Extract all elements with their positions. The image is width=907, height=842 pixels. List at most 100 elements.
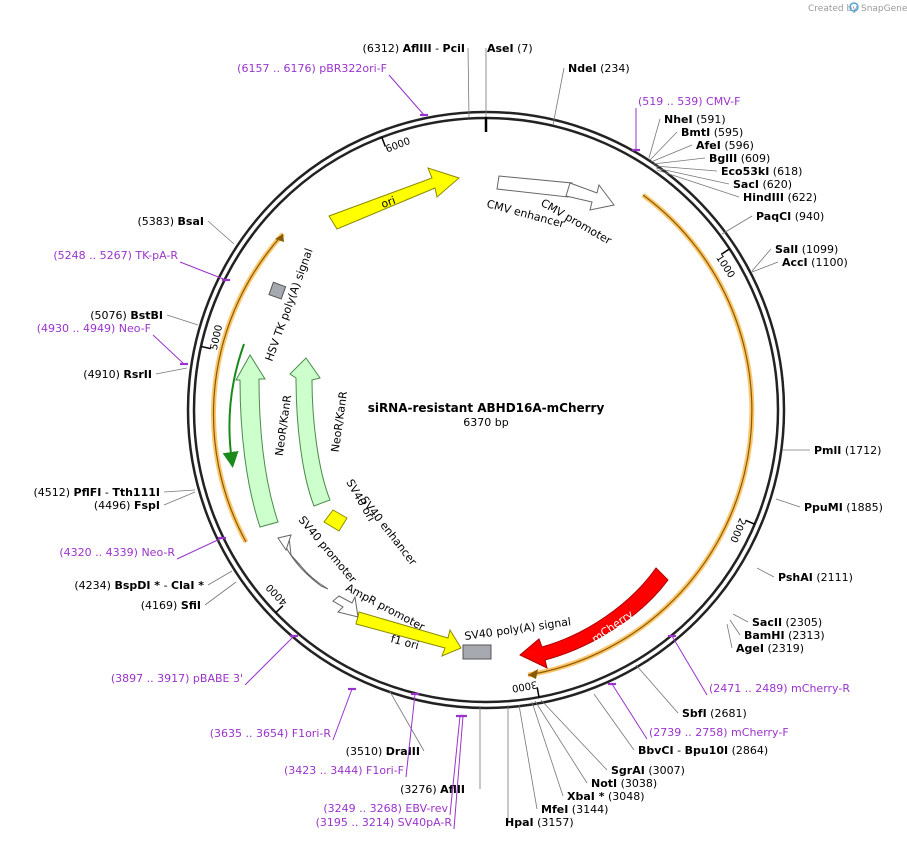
enzyme-bsai[interactable]: (5383) BsaI xyxy=(137,215,235,245)
enzyme-hpai[interactable]: HpaI (3157) xyxy=(505,705,574,829)
enzyme-leader-line xyxy=(648,118,661,159)
primer-label: (4320 .. 4339) Neo-R xyxy=(59,546,175,559)
primer-leader-line xyxy=(332,688,353,741)
primer-mcherry-r[interactable]: (2471 .. 2489) mCherry-R xyxy=(668,634,850,696)
enzyme-leader-line xyxy=(650,144,693,163)
feature-sv40-ori xyxy=(323,509,348,532)
enzyme-label: PpuMI (1885) xyxy=(804,501,883,514)
enzyme-label: SacII (2305) xyxy=(752,616,822,629)
enzyme-xbai[interactable]: XbaI * (3048) xyxy=(531,701,645,803)
tick-mark xyxy=(745,519,756,525)
enzyme-bspdi-clai[interactable]: (4234) BspDI * - ClaI * xyxy=(74,570,233,592)
enzyme-sgrai[interactable]: SgrAI (3007) xyxy=(540,699,685,777)
credit-prefix: Created by xyxy=(808,4,858,14)
enzyme-label: SacI (620) xyxy=(733,178,792,191)
enzyme-mfei[interactable]: MfeI (3144) xyxy=(518,704,608,816)
enzyme-eco53ki[interactable]: Eco53kI (618) xyxy=(654,165,802,178)
enzyme-paqci[interactable]: PaqCI (940) xyxy=(721,210,824,235)
feature-f1-ori xyxy=(355,611,462,657)
enzyme-bbvci-bpu10i[interactable]: BbvCI - Bpu10I (2864) xyxy=(593,693,768,757)
primer-leader-line xyxy=(179,261,227,281)
enzyme-sbfi[interactable]: SbfI (2681) xyxy=(635,664,747,720)
primer-label: (6157 .. 6176) pBR322ori-F xyxy=(237,62,387,75)
tick-mark xyxy=(381,136,387,147)
enzyme-noti[interactable]: NotI (3038) xyxy=(534,700,657,790)
enzyme-leader-line xyxy=(163,489,196,493)
enzyme-sacii[interactable]: SacII (2305) xyxy=(732,613,822,629)
orf-arc-mcherry-arrowhead xyxy=(528,669,538,679)
primer-label: (3635 .. 3654) F1ori-R xyxy=(210,727,332,740)
tick-label: 3000 xyxy=(511,678,538,693)
enzyme-bglii[interactable]: BglII (609) xyxy=(652,152,770,165)
enzyme-nhei[interactable]: NheI (591) xyxy=(648,113,726,159)
map-length: 6370 bp xyxy=(463,416,508,429)
primer-ebv-rev[interactable]: (3249 .. 3268) EBV-rev xyxy=(323,714,464,816)
primer-leader-line xyxy=(152,334,185,365)
enzyme-label: HpaI (3157) xyxy=(505,816,574,829)
enzyme-sali[interactable]: SalI (1099) xyxy=(751,243,838,272)
enzyme-labels: (6312) AflIII - PciI AseI (7) NdeI (234) Nh… xyxy=(33,42,882,829)
enzyme-pshai[interactable]: PshAI (2111) xyxy=(756,567,853,584)
enzyme-label: MfeI (3144) xyxy=(541,803,608,816)
orf-arc-left xyxy=(212,233,284,543)
enzyme-pflfi-tth111i[interactable]: (4512) PflFI - Tth111I xyxy=(33,486,196,499)
primer-label: (3897 .. 3917) pBABE 3' xyxy=(111,672,243,685)
enzyme-rsrii[interactable]: (4910) RsrII xyxy=(83,367,188,381)
enzyme-label: XbaI * (3048) xyxy=(567,790,645,803)
enzyme-label: PshAI (2111) xyxy=(778,571,853,584)
enzyme-hindiii[interactable]: HindIII (622) xyxy=(656,169,817,204)
enzyme-pmli[interactable]: PmlI (1712) xyxy=(783,444,881,457)
enzyme-ppumi[interactable]: PpuMI (1885) xyxy=(775,498,883,514)
enzyme-draiii[interactable]: (3510) DraIII xyxy=(346,689,425,758)
enzyme-leader-line xyxy=(751,248,772,272)
enzyme-agei[interactable]: AgeI (2319) xyxy=(726,623,804,655)
enzyme-leader-line xyxy=(751,261,779,273)
primer-cmv-f[interactable]: (519 .. 539) CMV-F xyxy=(632,95,740,152)
primer-neo-f[interactable]: (4930 .. 4949) Neo-F xyxy=(37,322,188,366)
enzyme-sfii[interactable]: (4169) SfiI xyxy=(141,581,237,612)
enzyme-leader-line xyxy=(204,581,237,606)
enzyme-label: (5076) BstBI xyxy=(90,309,163,322)
enzyme-bstbi[interactable]: (5076) BstBI xyxy=(90,309,199,326)
enzyme-afliii-pcii[interactable]: (6312) AflIII - PciI xyxy=(363,42,470,118)
enzyme-label: BmtI (595) xyxy=(681,126,743,139)
enzyme-afei[interactable]: AfeI (596) xyxy=(650,139,754,163)
enzyme-bmti[interactable]: BmtI (595) xyxy=(649,126,743,161)
primer-label: (3195 .. 3214) SV40pA-R xyxy=(316,816,453,829)
enzyme-bamhi[interactable]: BamHI (2313) xyxy=(729,619,825,642)
enzyme-asei[interactable]: AseI (7) xyxy=(485,42,533,117)
feature-ori-label: ori xyxy=(379,194,397,211)
primer-neo-r[interactable]: (4320 .. 4339) Neo-R xyxy=(59,536,226,560)
tick-mark xyxy=(275,605,284,614)
enzyme-acci[interactable]: AccI (1100) xyxy=(751,256,848,273)
feature-sv40-promoter-arrowhead xyxy=(277,534,292,552)
enzyme-fspi[interactable]: (4496) FspI xyxy=(94,491,196,512)
feature-cmv-enhancer xyxy=(496,175,573,198)
enzyme-leader-line xyxy=(166,314,199,326)
enzyme-leader-line xyxy=(655,167,730,185)
enzyme-saci[interactable]: SacI (620) xyxy=(655,167,792,191)
primer-mcherry-f[interactable]: (2739 .. 2758) mCherry-F xyxy=(608,682,789,740)
primer-pbr322ori-f[interactable]: (6157 .. 6176) pBR322ori-F xyxy=(237,62,428,117)
primer-pbabe3[interactable]: (3897 .. 3917) pBABE 3' xyxy=(111,634,298,686)
enzyme-leader-line xyxy=(207,220,235,245)
primer-f1ori-r[interactable]: (3635 .. 3654) F1ori-R xyxy=(210,687,356,741)
map-title: siRNA-resistant ABHD16A-mCherry xyxy=(368,401,605,415)
enzyme-leader-line xyxy=(756,567,775,578)
primer-tk-pa-r[interactable]: (5248 .. 5267) TK-pA-R xyxy=(53,249,230,282)
enzyme-leader-line xyxy=(163,491,196,506)
primer-f1ori-f[interactable]: (3423 .. 3444) F1ori-F xyxy=(284,692,419,778)
primer-leader-line xyxy=(671,635,708,696)
primer-leader-line xyxy=(388,74,425,116)
enzyme-label: NheI (591) xyxy=(664,113,726,126)
enzyme-leader-line xyxy=(775,498,801,508)
feature-hsv-tk-polya xyxy=(268,281,287,300)
enzyme-leader-line xyxy=(531,701,564,797)
tick-mark xyxy=(720,248,730,256)
enzyme-ndei[interactable]: NdeI (234) xyxy=(552,62,630,126)
enzyme-leader-line xyxy=(552,67,565,126)
feature-hsv-tk-polya-label: HSV TK poly(A) signal xyxy=(263,247,316,363)
enzyme-leader-line xyxy=(155,367,188,375)
primer-leader-line xyxy=(453,715,464,830)
